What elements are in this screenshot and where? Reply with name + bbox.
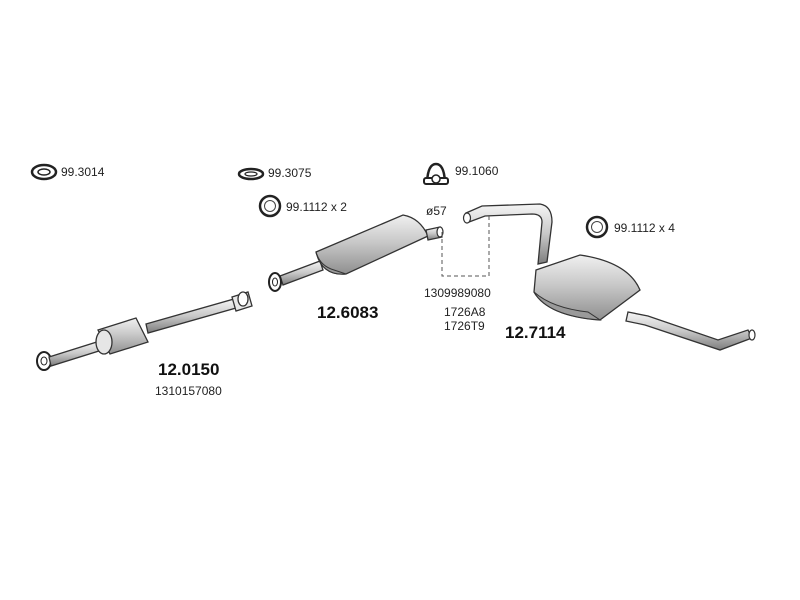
front-pipe-12-0150	[36, 291, 253, 371]
clamp-part-number: 99.1060	[455, 164, 499, 178]
seal-part-number: 99.3014	[61, 165, 105, 179]
oem-reference: 1726T9	[444, 319, 485, 333]
o-ring-icon-x2	[258, 194, 282, 218]
oem-reference: 1309989080	[424, 286, 491, 300]
front-pipe-part-number: 12.0150	[158, 360, 220, 379]
flat-gasket-icon-99-3075	[237, 167, 265, 181]
u-clamp-icon-99-1060	[423, 162, 449, 185]
pipe-diameter-label: ø57	[426, 204, 447, 218]
seal-ring-icon-99-3014	[30, 163, 58, 181]
oem-reference: 1726A8	[444, 305, 486, 319]
front-pipe-oem-number: 1310157080	[155, 384, 222, 398]
ring-x4-part-number: 99.1112 x 4	[614, 221, 675, 235]
middle-silencer-12-6083	[268, 214, 444, 292]
rear-silencer-part-number: 12.7114	[505, 323, 566, 342]
ring-x2-part-number: 99.1112 x 2	[286, 200, 347, 214]
o-ring-icon-x4	[585, 215, 609, 239]
gasket-part-number: 99.3075	[268, 166, 312, 180]
rear-silencer-12-7114	[441, 203, 756, 351]
middle-silencer-part-number: 12.6083	[317, 303, 379, 322]
